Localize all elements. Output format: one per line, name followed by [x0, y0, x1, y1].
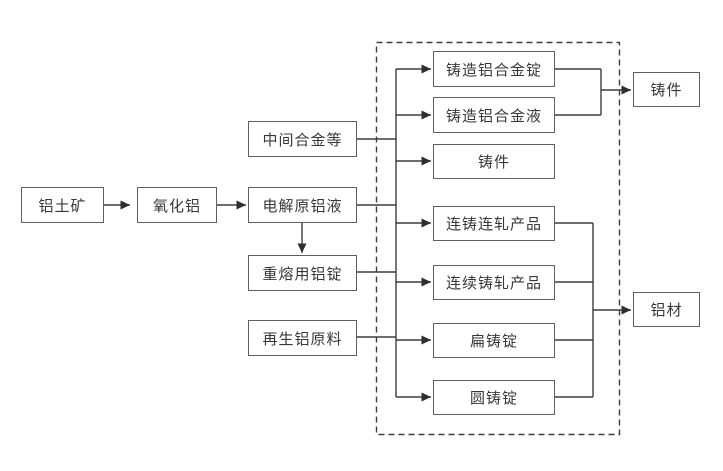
node-flat-cast-ingot: 扁铸锭: [433, 323, 555, 358]
node-cast-aluminum-alloy-ingot: 铸造铝合金锭: [433, 51, 555, 87]
node-continuous-cast-roll-products: 连铸连轧产品: [433, 206, 555, 241]
node-aluminum-products: 铝材: [633, 292, 700, 327]
node-continuous-casting-rolling-products: 连续铸轧产品: [433, 265, 555, 300]
node-castings-output: 铸件: [633, 72, 700, 107]
node-bauxite: 铝土矿: [21, 187, 104, 223]
node-electrolytic-raw-aluminum: 电解原铝液: [248, 187, 357, 223]
node-intermediate-alloys: 中间合金等: [248, 121, 357, 157]
dashed-group-border: [375, 41, 621, 436]
node-remelt-aluminum-ingot: 重熔用铝锭: [248, 255, 357, 291]
node-cast-aluminum-alloy-liquid: 铸造铝合金液: [433, 97, 555, 133]
node-castings-inner: 铸件: [433, 144, 555, 179]
node-alumina: 氧化铝: [137, 187, 217, 223]
node-recycled-aluminum-material: 再生铝原料: [248, 320, 357, 356]
node-round-cast-ingot: 圆铸锭: [433, 380, 555, 415]
